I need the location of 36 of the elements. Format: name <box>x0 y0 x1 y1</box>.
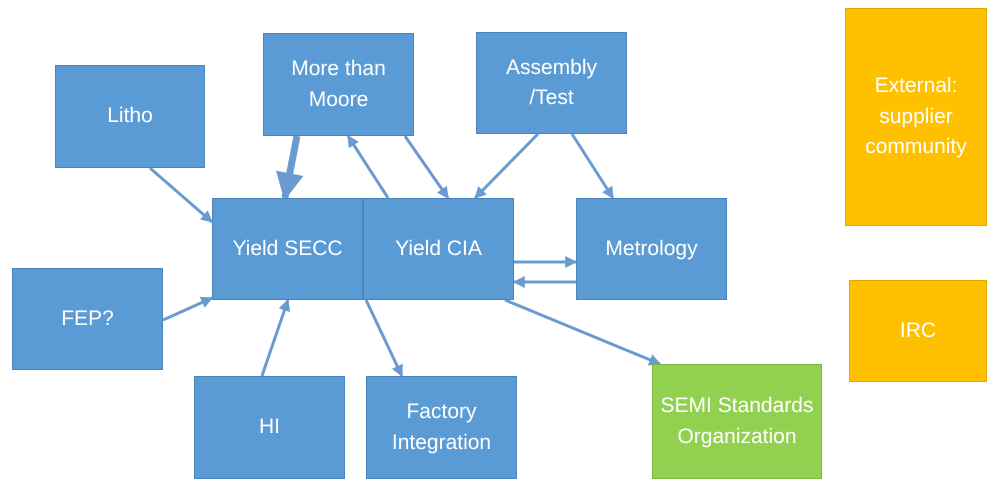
arrow <box>276 135 304 201</box>
process-box <box>12 268 163 370</box>
process-box <box>849 280 987 382</box>
process-box <box>194 376 345 479</box>
box-label: Yield CIA <box>395 236 482 262</box>
arrow <box>474 132 539 200</box>
arrow <box>364 299 404 378</box>
arrow <box>512 276 576 288</box>
arrow <box>514 256 578 268</box>
box-label: Factory Integration <box>390 399 492 456</box>
process-box <box>845 8 987 226</box>
arrow <box>260 298 290 376</box>
process-box <box>652 364 822 479</box>
box-label: FEP? <box>61 306 114 332</box>
process-box <box>263 33 414 136</box>
arrow <box>346 135 390 199</box>
box-label: HI <box>259 414 280 440</box>
box-label: Yield SECC <box>232 236 343 262</box>
box-label: Litho <box>107 103 153 130</box>
box-label: SEMI Standards Organization <box>660 393 814 450</box>
arrow <box>570 133 614 199</box>
arrow <box>162 296 214 322</box>
arrow <box>148 166 213 224</box>
box-label: Assembly /Test <box>504 54 598 111</box>
box-label: More than Moore <box>290 56 387 112</box>
box-label: IRC <box>900 318 936 344</box>
process-box <box>366 376 517 479</box>
arrow <box>504 298 662 366</box>
box-label: Metrology <box>605 236 698 262</box>
process-box <box>576 198 727 300</box>
box-label: External: supplier community <box>864 73 968 160</box>
process-box <box>476 32 627 134</box>
arrow <box>404 135 450 199</box>
process-box <box>55 65 205 168</box>
process-box <box>212 198 363 300</box>
process-box <box>363 198 514 300</box>
